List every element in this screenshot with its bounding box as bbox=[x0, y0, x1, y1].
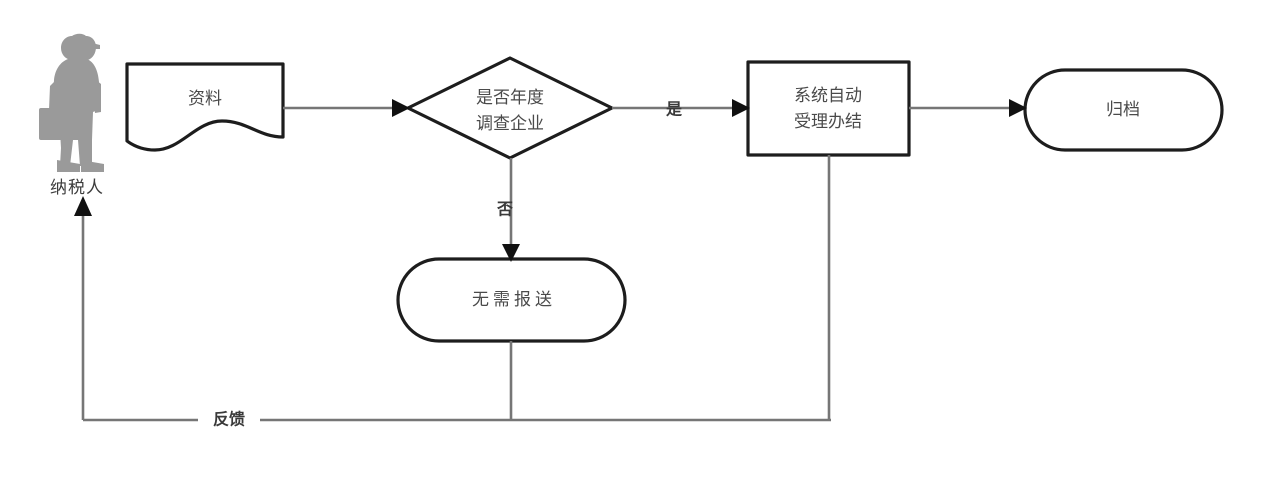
process-label-line1: 系统自动 bbox=[794, 86, 862, 106]
decision-label-line2: 调查企业 bbox=[476, 114, 544, 134]
node-materials[interactable] bbox=[125, 62, 285, 152]
materials-label: 资料 bbox=[188, 89, 222, 109]
taxpayer-label: 纳税人 bbox=[50, 178, 104, 198]
no-submission-label: 无需报送 bbox=[472, 290, 556, 310]
edge-decision-yes bbox=[612, 99, 750, 117]
archive-label: 归档 bbox=[1106, 100, 1140, 120]
edge-decision-no bbox=[502, 158, 520, 262]
node-system-auto-process[interactable] bbox=[746, 60, 911, 157]
feedback-label-backdrop bbox=[198, 406, 260, 434]
edge-label-feedback: 反馈 bbox=[213, 410, 245, 429]
process-label-line2: 受理办结 bbox=[794, 112, 862, 132]
node-annual-survey-decision[interactable] bbox=[406, 56, 614, 160]
decision-label-line1: 是否年度 bbox=[476, 88, 544, 108]
edge-materials-to-decision bbox=[283, 99, 410, 117]
edge-label-no: 否 bbox=[496, 200, 513, 219]
edge-process-to-archive bbox=[909, 99, 1027, 117]
taxpayer-person-icon bbox=[39, 33, 104, 172]
edge-label-yes: 是 bbox=[665, 100, 682, 119]
node-archive[interactable] bbox=[1023, 68, 1224, 152]
